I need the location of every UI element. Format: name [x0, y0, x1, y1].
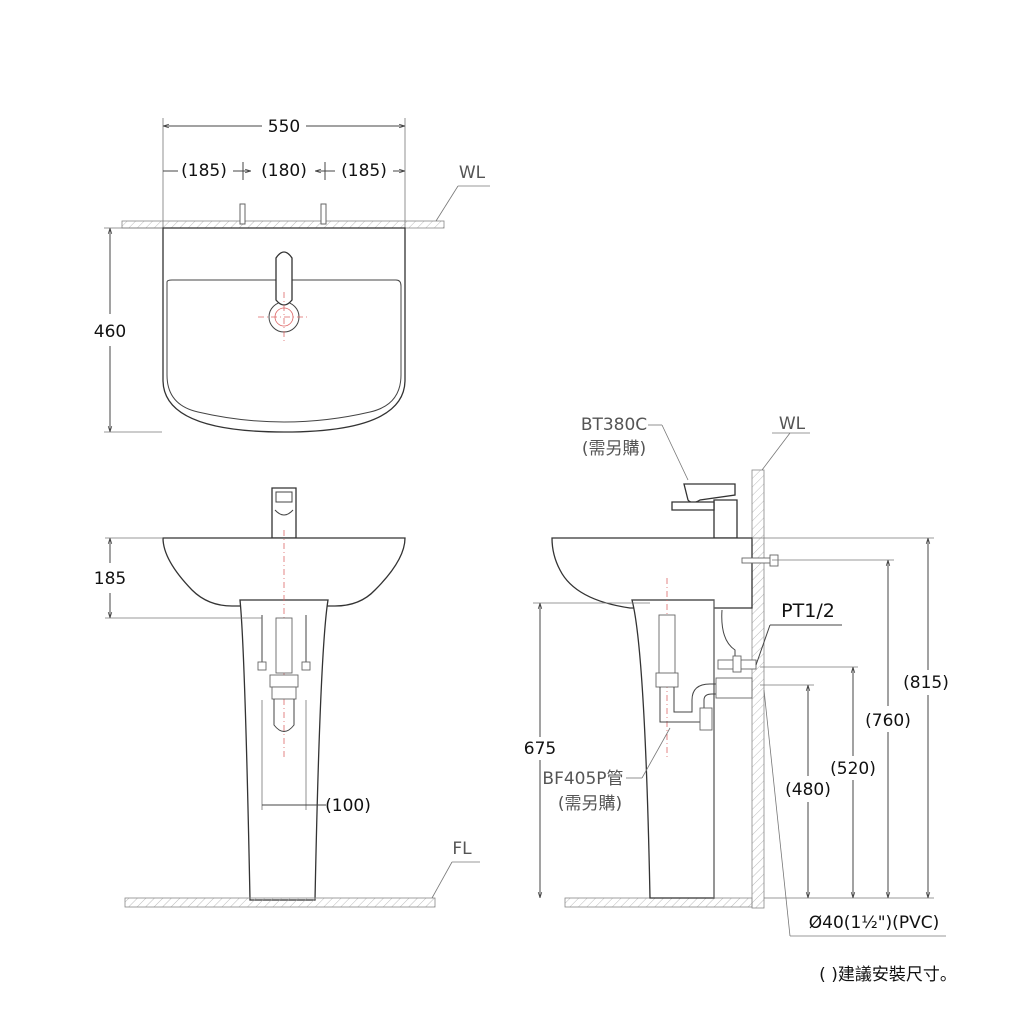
basin-top-outline	[162, 227, 406, 433]
trap-purchase-note: (需另購)	[558, 794, 622, 814]
height-760-dimension: (760)	[865, 711, 911, 731]
basin-side-outline	[551, 537, 753, 609]
faucet-top-view	[275, 251, 293, 306]
wall-line-label-side: WL	[779, 414, 806, 434]
drain-spec-label: Ø40(1½")(PVC)	[809, 913, 939, 933]
height-815-dimension: (815)	[903, 673, 949, 693]
segment-middle-dimension: (180)	[261, 161, 307, 181]
depth-dimension: 460	[94, 322, 126, 342]
supply-thread-label: PT1/2	[781, 600, 835, 622]
pedestal-side	[631, 599, 715, 899]
faucet-model-label: BT380C	[581, 415, 647, 435]
width-total-dimension: 550	[268, 117, 300, 137]
footnote: ( )建議安裝尺寸。	[819, 965, 957, 985]
height-480-dimension: (480)	[785, 780, 831, 800]
drain-offset-dimension: (100)	[325, 796, 371, 816]
segment-right-dimension: (185)	[341, 161, 387, 181]
wall-line-label-top: WL	[459, 163, 486, 183]
trap-model-label: BF405P管	[542, 769, 623, 789]
side-view: WL BT380C (需另購) PT	[524, 414, 949, 937]
faucet-purchase-note: (需另購)	[582, 439, 646, 459]
rim-height-dimension: 185	[94, 569, 126, 589]
top-view: 550 (185) (180) (185) WL 460	[94, 117, 490, 433]
height-520-dimension: (520)	[830, 759, 876, 779]
segment-left-dimension: (185)	[181, 161, 227, 181]
floor-line-label: FL	[452, 839, 472, 859]
front-view: 185 (100) FL	[94, 487, 480, 908]
pedestal-height-dimension: 675	[524, 739, 556, 759]
